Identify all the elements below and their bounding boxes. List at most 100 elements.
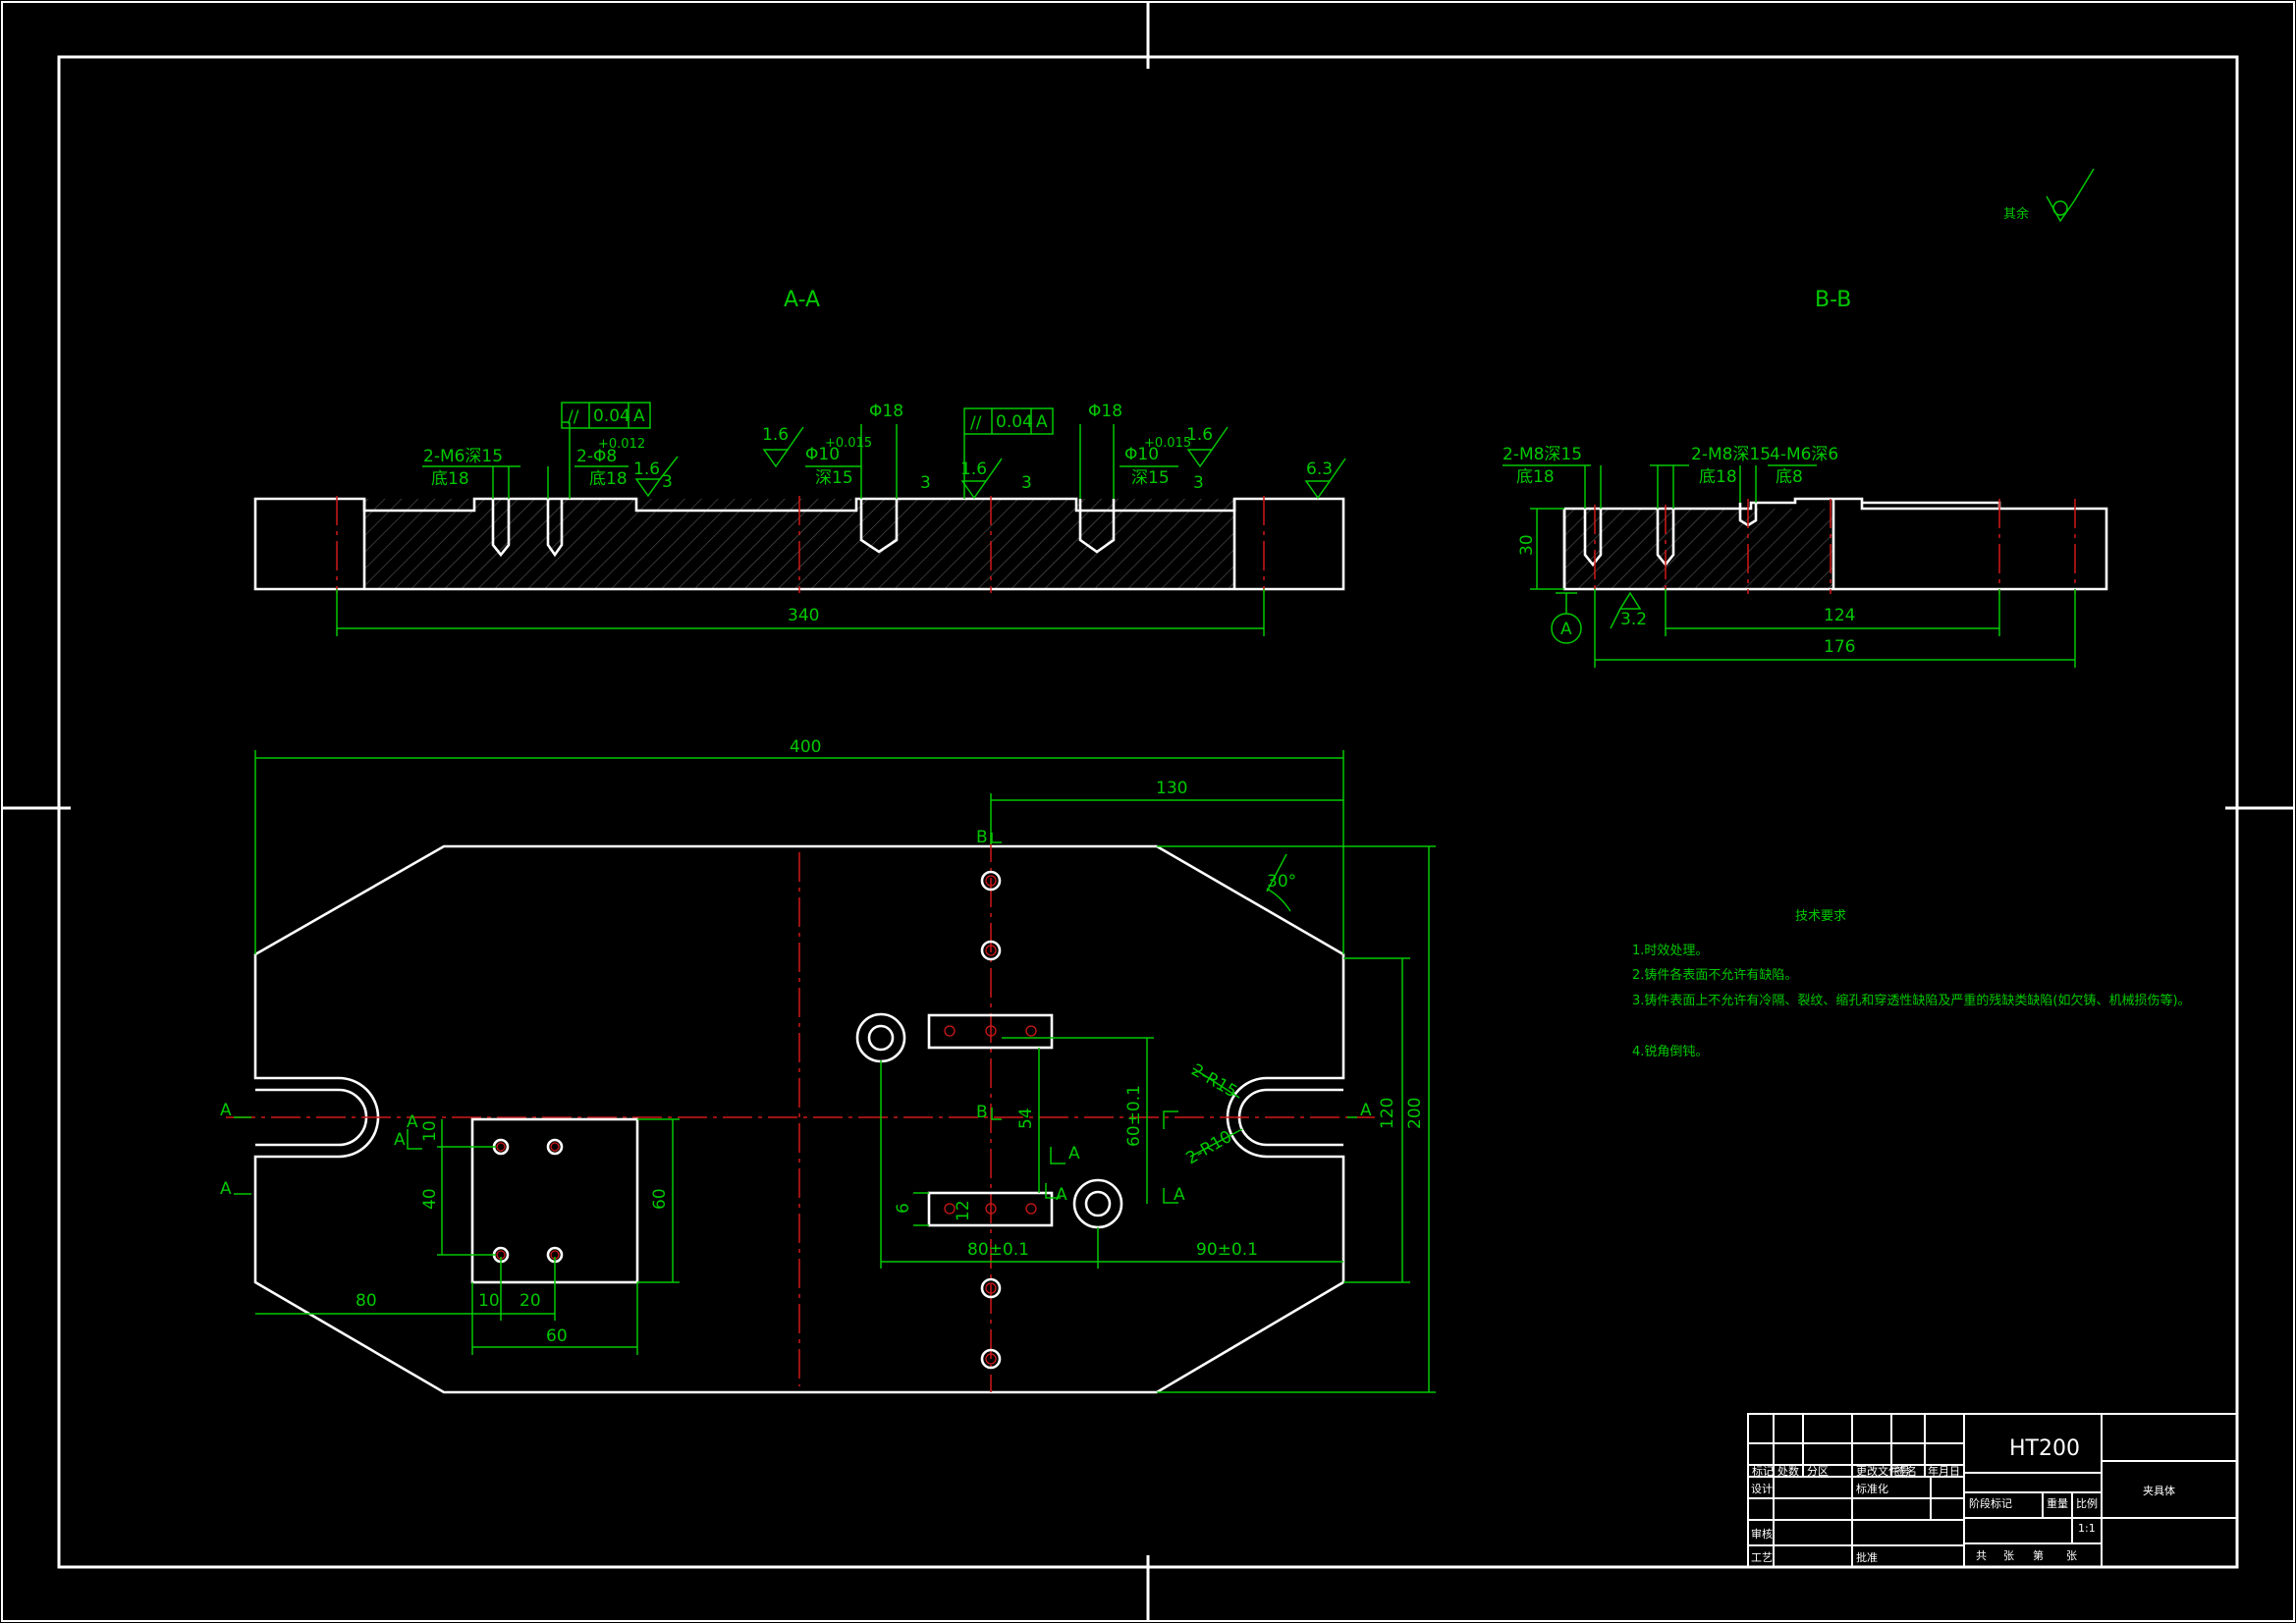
svg-text:A: A [1360,1101,1372,1120]
svg-text:B: B [976,828,988,847]
svg-text:A: A [1036,412,1048,432]
svg-text:120: 120 [1378,1098,1397,1129]
svg-text:2-M8深15: 2-M8深15 [1503,445,1582,464]
svg-text:2-M6深15: 2-M6深15 [423,447,503,466]
aa-dim-340: 340 [788,606,819,625]
svg-text:2-M8深15: 2-M8深15 [1691,445,1771,464]
svg-text:30°: 30° [1267,872,1296,892]
svg-text:其余: 其余 [2003,206,2029,222]
svg-text:60: 60 [650,1188,670,1210]
svg-text:1.时效处理。: 1.时效处理。 [1632,944,1708,958]
tol-frame-2: // 0.04 A [963,407,1054,435]
svg-text://: // [970,413,982,433]
svg-text:3: 3 [920,473,931,493]
svg-text:2-R15: 2-R15 [1188,1060,1241,1103]
svg-text:0.04: 0.04 [996,412,1033,432]
svg-text:工艺: 工艺 [1751,1551,1773,1564]
svg-text:分区: 分区 [1807,1465,1829,1478]
svg-text:+0.015: +0.015 [1144,436,1191,451]
svg-text:标准化: 标准化 [1856,1482,1888,1495]
svg-text:底18: 底18 [431,469,469,489]
svg-text:A: A [1174,1185,1185,1205]
svg-text:批准: 批准 [1856,1550,1878,1564]
aa-roughness-symbols [634,426,1346,500]
svg-text:签名: 签名 [1895,1464,1917,1478]
svg-text:共: 共 [1976,1549,1987,1562]
svg-text:Φ10: Φ10 [805,445,840,464]
svg-text:比例: 比例 [2076,1496,2098,1510]
tol-frame-1: // 0.04 A [561,402,651,429]
svg-text:A: A [220,1179,232,1199]
plan-holes [855,870,1123,1370]
svg-text:A: A [220,1101,232,1120]
title-block [1747,1413,2238,1568]
svg-text:A: A [407,1112,418,1132]
svg-text:第: 第 [2033,1548,2044,1562]
svg-text:2.铸件各表面不允许有缺陷。: 2.铸件各表面不允许有缺陷。 [1632,967,1797,983]
svg-text:3: 3 [662,472,673,492]
svg-text:深15: 深15 [1131,468,1170,488]
svg-text:10: 10 [420,1120,440,1142]
svg-text:3.2: 3.2 [1620,610,1647,629]
tech-req-heading: 技术要求 [1795,909,1846,924]
svg-text:Φ18: Φ18 [869,402,903,421]
svg-text:标记: 标记 [1752,1464,1774,1478]
svg-text:0.04: 0.04 [593,406,630,426]
slot-lower [927,1191,1054,1227]
svg-text:处数: 处数 [1777,1465,1799,1478]
material-label: HT200 [2009,1436,2080,1461]
svg-text:+0.012: +0.012 [598,437,645,452]
svg-text:3: 3 [1193,473,1204,493]
section-markers: A A A A A A A A B B [220,828,1372,1205]
svg-text:20: 20 [519,1291,541,1311]
aa-counterbore-2 [1078,499,1116,554]
title-block-text: HT200 夹具体 1:1 标记 处数 分区 更改文件号 签名 年月日 设计 审… [1751,1436,2175,1564]
svg-text:A: A [394,1130,406,1150]
svg-text:重量: 重量 [2047,1496,2068,1510]
svg-text:底18: 底18 [589,469,628,489]
svg-text:底18: 底18 [1699,467,1737,487]
aa-counterbore-1 [859,499,899,554]
surface-roughness-note: 其余 [2003,168,2095,223]
plan-view: 400 130 30° 200 120 60±0.1 54 80±0.1 90±… [220,737,1436,1394]
svg-text:张: 张 [2003,1549,2014,1562]
svg-text:更改文件号: 更改文件号 [1856,1464,1910,1478]
svg-text:176: 176 [1824,637,1855,657]
svg-text:2-Φ8: 2-Φ8 [576,447,617,466]
svg-text:130: 130 [1156,779,1187,798]
svg-text:深15: 深15 [815,468,853,488]
svg-text:底8: 底8 [1776,467,1803,487]
svg-text:6: 6 [894,1203,913,1214]
part-name: 夹具体 [2143,1484,2175,1497]
svg-text:30: 30 [1517,534,1537,556]
svg-text:54: 54 [1016,1108,1036,1129]
aa-pin-hole [546,499,564,558]
svg-text:400: 400 [790,737,821,757]
svg-text:3: 3 [1021,473,1032,493]
svg-text:3.铸件表面上不允许有冷隔、裂纹、缩孔和穿透性缺陷及严重的残: 3.铸件表面上不允许有冷隔、裂纹、缩孔和穿透性缺陷及严重的残缺类缺陷(如欠铸、机… [1632,993,2191,1008]
svg-text:90±0.1: 90±0.1 [1196,1240,1258,1260]
svg-text:10: 10 [478,1291,500,1311]
svg-text:1.6: 1.6 [762,425,789,445]
svg-text:6.3: 6.3 [1306,460,1333,479]
svg-text:年月日: 年月日 [1928,1464,1960,1478]
svg-text:A: A [1068,1144,1080,1163]
section-b-b: B-B 2-M8深15 底18 2-M8深15 底18 4-M6深6 底8 [1503,288,2108,668]
svg-text:40: 40 [420,1188,440,1210]
svg-text:1.6: 1.6 [1186,425,1213,445]
technical-requirements: 技术要求 1.时效处理。 2.铸件各表面不允许有缺陷。 3.铸件表面上不允许有冷… [1632,909,2191,1059]
svg-text:Φ10: Φ10 [1124,445,1159,464]
svg-text:阶段标记: 阶段标记 [1969,1496,2012,1510]
aa-outline [253,497,1345,591]
svg-text:4.锐角倒钝。: 4.锐角倒钝。 [1632,1045,1708,1059]
scale-value: 1:1 [2078,1522,2096,1535]
svg-text:124: 124 [1824,606,1855,625]
svg-text:60±0.1: 60±0.1 [1124,1085,1144,1147]
svg-text:A: A [1560,620,1572,639]
svg-text:4-M6深6: 4-M6深6 [1770,445,1838,464]
svg-text:60: 60 [546,1326,568,1346]
aa-tapped-hole-1 [491,499,511,558]
svg-text:A: A [1056,1185,1067,1205]
